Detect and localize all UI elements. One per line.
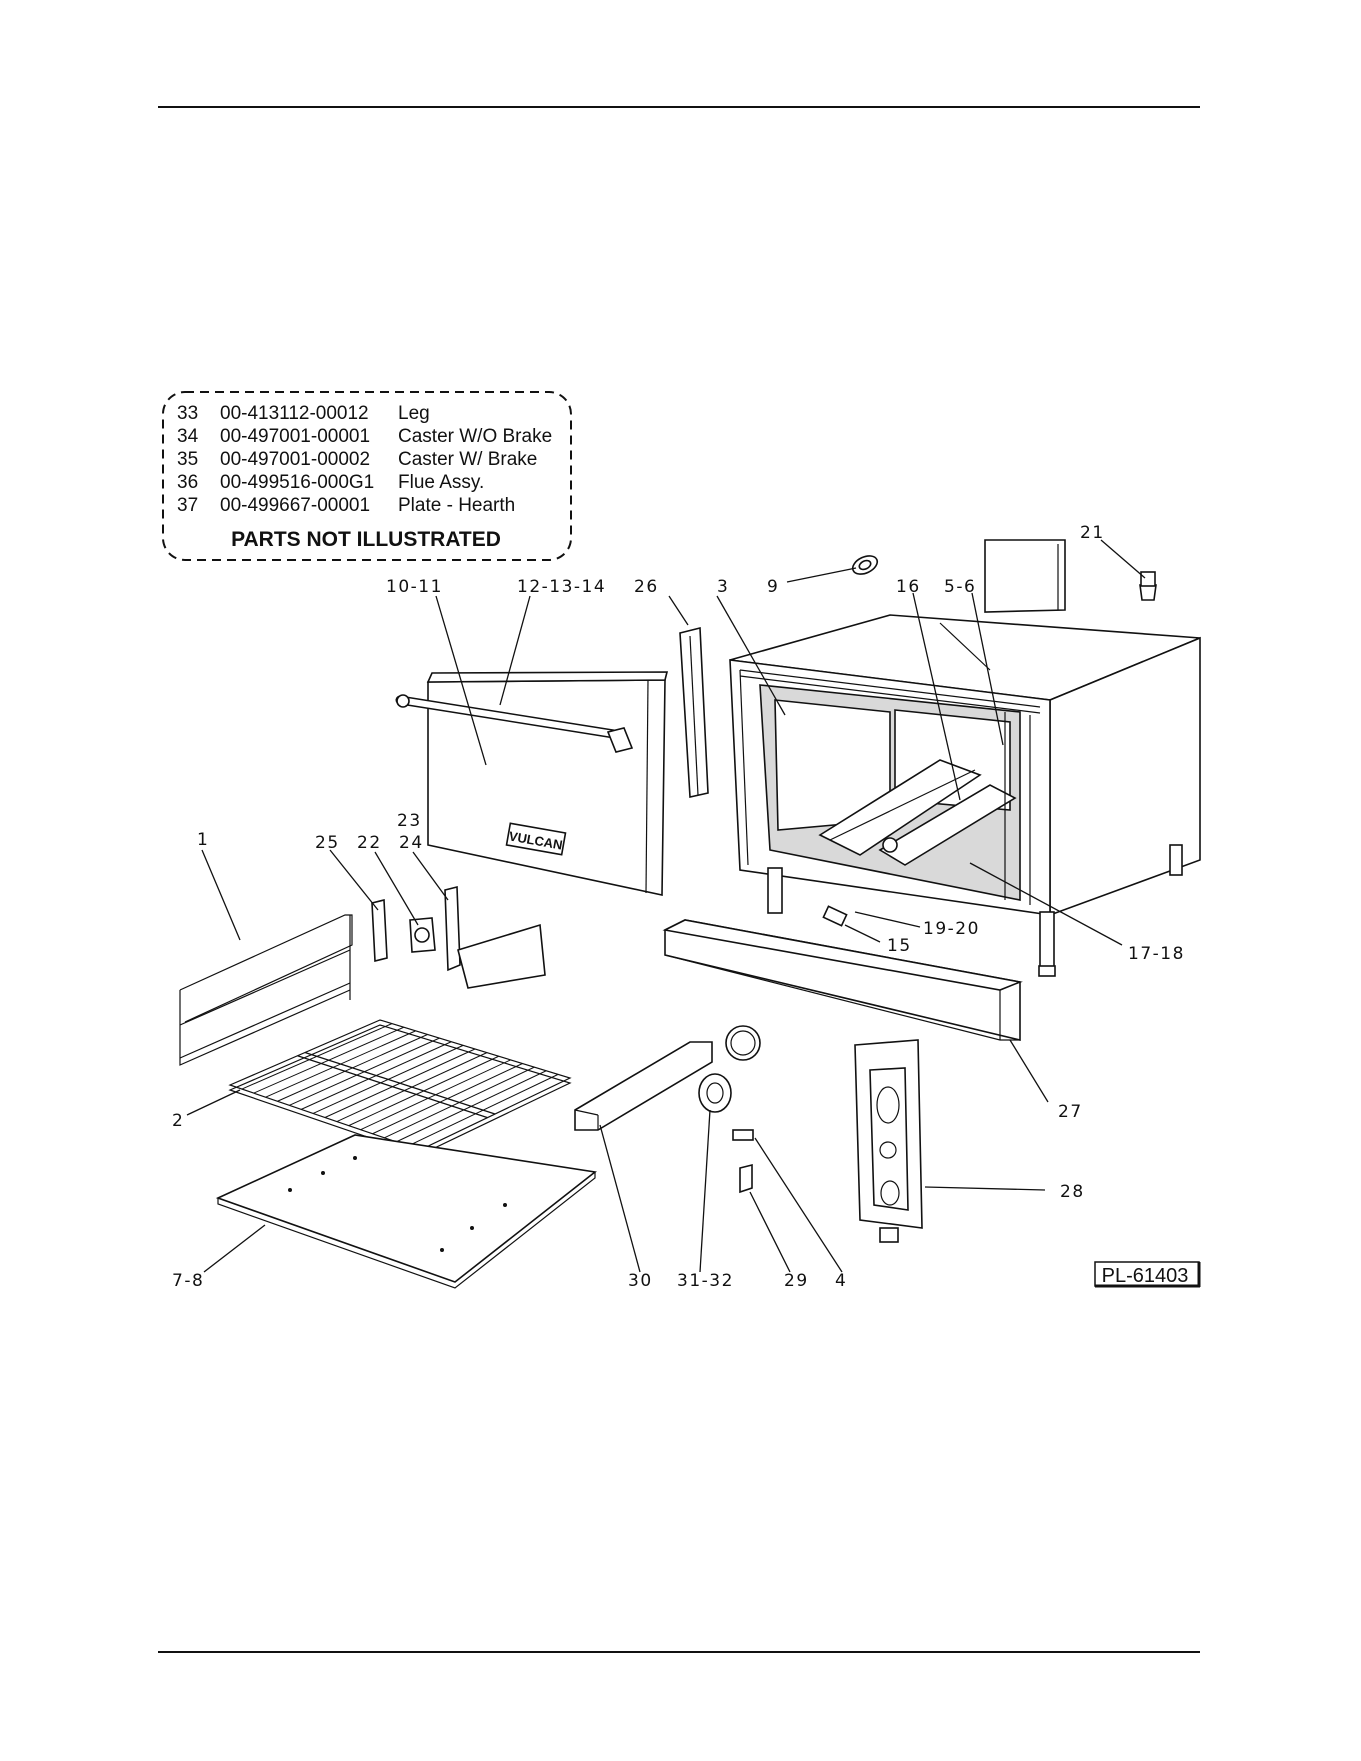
pni-item: 36 bbox=[177, 472, 198, 493]
callout-31-32: 31-32 bbox=[677, 1271, 734, 1291]
callout-15: 15 bbox=[887, 936, 912, 956]
pni-part-no: 00-413112-00012 bbox=[220, 403, 369, 424]
part-9-knob bbox=[850, 552, 880, 577]
callout-3: 3 bbox=[717, 577, 729, 597]
callout-26: 26 bbox=[634, 577, 659, 597]
part-15-valve bbox=[823, 906, 846, 925]
callout-4: 4 bbox=[835, 1271, 847, 1291]
callout-28: 28 bbox=[1060, 1182, 1085, 1202]
callout-1: 1 bbox=[197, 830, 209, 850]
pni-description: Caster W/ Brake bbox=[398, 449, 537, 470]
callout-29: 29 bbox=[784, 1271, 809, 1291]
callout-7-8: 7-8 bbox=[172, 1271, 204, 1291]
pni-item: 37 bbox=[177, 495, 198, 516]
pni-title: PARTS NOT ILLUSTRATED bbox=[231, 528, 501, 551]
pni-item: 34 bbox=[177, 426, 199, 447]
pni-item: 35 bbox=[177, 449, 198, 470]
callout-17-18: 17-18 bbox=[1128, 944, 1185, 964]
pni-row: 37 00-499667-00001 Plate - Hearth bbox=[177, 495, 515, 516]
callout-27: 27 bbox=[1058, 1102, 1083, 1122]
callout-21: 21 bbox=[1080, 523, 1105, 543]
hearth-plate bbox=[218, 1135, 595, 1288]
hinge-parts bbox=[372, 887, 545, 988]
drawing-number: PL-61403 bbox=[1102, 1265, 1189, 1287]
pni-part-no: 00-499667-00001 bbox=[220, 495, 370, 516]
callout-5-6: 5-6 bbox=[944, 577, 976, 597]
pni-item: 33 bbox=[177, 403, 198, 424]
callout-12-13-14: 12-13-14 bbox=[517, 577, 606, 597]
pni-description: Plate - Hearth bbox=[398, 495, 515, 516]
callout-24: 24 bbox=[399, 833, 424, 853]
oven-rack bbox=[230, 1020, 570, 1155]
parts-not-illustrated-box: 33 00-413112-00012 Leg 34 00-497001-0000… bbox=[163, 392, 571, 560]
pni-description: Caster W/O Brake bbox=[398, 426, 552, 447]
pni-part-no: 00-497001-00002 bbox=[220, 449, 370, 470]
pni-row: 35 00-497001-00002 Caster W/ Brake bbox=[177, 449, 537, 470]
drawing-number-plate: PL-61403 bbox=[1095, 1262, 1200, 1287]
callout-22: 22 bbox=[357, 833, 382, 853]
rack-side bbox=[180, 915, 352, 1065]
pni-row: 34 00-497001-00001 Caster W/O Brake bbox=[177, 426, 552, 447]
oven-door: VULCAN bbox=[397, 672, 667, 895]
pni-part-no: 00-497001-00001 bbox=[220, 426, 370, 447]
part-26-trim bbox=[680, 628, 708, 797]
callout-25: 25 bbox=[315, 833, 340, 853]
oven-body bbox=[730, 540, 1200, 976]
pni-row: 36 00-499516-000G1 Flue Assy. bbox=[177, 472, 484, 493]
control-panel bbox=[855, 1040, 922, 1242]
callout-19-20: 19-20 bbox=[923, 919, 980, 939]
callout-9: 9 bbox=[767, 577, 779, 597]
callout-30: 30 bbox=[628, 1271, 653, 1291]
part-30-bracket bbox=[575, 1042, 712, 1130]
pni-description: Leg bbox=[398, 403, 430, 424]
pni-description: Flue Assy. bbox=[398, 472, 484, 493]
callout-2: 2 bbox=[172, 1111, 184, 1131]
pni-part-no: 00-499516-000G1 bbox=[220, 472, 374, 493]
callout-10-11: 10-11 bbox=[386, 577, 443, 597]
callout-16: 16 bbox=[896, 577, 921, 597]
pni-row: 33 00-413112-00012 Leg bbox=[177, 403, 430, 424]
callout-23: 23 bbox=[397, 811, 422, 831]
